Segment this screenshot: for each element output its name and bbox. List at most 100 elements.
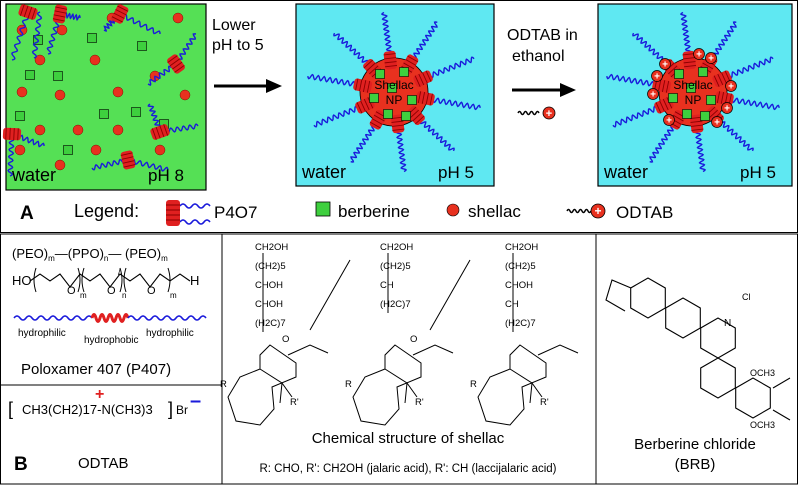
shellac-particle-icon [112, 124, 124, 136]
peo-chain-icon [725, 96, 780, 111]
shellac-chain-label: CH [380, 280, 394, 291]
ppo-block-icon [682, 50, 697, 70]
legend-p407-icon [166, 200, 211, 226]
shellac-particle-icon [112, 86, 124, 98]
legend-berberine-icon [315, 201, 331, 217]
box2-water-label: water [301, 162, 346, 182]
shellac-particle-icon [14, 144, 26, 156]
shellac-particle-icon [154, 144, 166, 156]
ppo-block-icon [369, 110, 387, 130]
odtab-head-icon [659, 58, 671, 70]
odtab-name: ODTAB [78, 455, 129, 472]
peo-chain-icon [91, 157, 129, 171]
odtab-head-icon [711, 116, 723, 128]
peo-chain-icon [426, 96, 481, 111]
berberine-molecule-icon [369, 93, 379, 103]
ppo-block-icon [390, 114, 405, 134]
legend-shellac-label: shellac [468, 202, 521, 221]
peo-chain-icon [31, 11, 43, 59]
ring-icon [700, 357, 736, 399]
shellac-particle-icon [34, 54, 46, 66]
svg-text:+: + [650, 90, 656, 101]
berberine-molecule-icon [700, 111, 710, 121]
peo-chain-icon [410, 21, 438, 64]
box-ph8: water pH 8 [2, 3, 207, 191]
peo-chain-icon [350, 120, 378, 163]
shellac-ring-icon [352, 344, 454, 426]
ppo-block-icon [415, 91, 435, 106]
berberine-molecule-icon [686, 83, 696, 93]
svg-text:+: + [724, 104, 730, 115]
legend-odtab-icon: + [566, 203, 606, 219]
peo-chain-icon [693, 125, 707, 173]
legend-berberine-label: berberine [338, 202, 410, 221]
peo-chain-icon [606, 73, 661, 88]
svg-text:+: + [728, 82, 734, 93]
shellac-chain-label: (CH2)5 [255, 261, 286, 272]
ppo-block-icon [120, 150, 136, 170]
hydrophobic-label: hydrophobic [84, 335, 138, 346]
berberine-molecule-icon [668, 93, 678, 103]
ppo-block-icon [689, 114, 704, 134]
arrow1-line2: pH to 5 [212, 37, 264, 54]
panel-a-letter: A [20, 203, 34, 224]
ppo-block-icon [150, 124, 170, 140]
peo-chain-icon [394, 125, 408, 173]
arrow1-line1: Lower [212, 17, 256, 34]
nitrogen-label: N [724, 318, 731, 329]
core-label-line2: NP [386, 93, 403, 107]
legend-shellac-icon [446, 203, 460, 217]
berberine-name-line2: (BRB) [675, 456, 716, 473]
berberine-molecule-icon [399, 67, 409, 77]
arrow2-line1: ODTAB in [507, 27, 578, 44]
ppo-block-icon [167, 54, 185, 74]
odtab-head-icon [705, 52, 717, 64]
shellac-note: R: CHO, R': CH2OH (jalaric acid), R': CH… [259, 463, 556, 475]
shellac-particle-icon [172, 12, 184, 24]
shellac-particle-icon [34, 124, 46, 136]
berberine-molecule-icon [63, 145, 73, 155]
hydrophilic-right-label: hydrophilic [146, 328, 194, 339]
berberine-molecule-icon [375, 69, 385, 79]
box2-ph-label: pH 5 [438, 163, 474, 182]
peo-chain-icon [333, 32, 373, 68]
legend: A Legend: P4O7 berberine shellac + ODTAB [20, 200, 673, 226]
svg-text:+: + [654, 72, 660, 83]
berberine-molecule-icon [25, 70, 35, 80]
arrow2-line2: ethanol [512, 48, 565, 65]
berberine-molecule-icon [682, 109, 692, 119]
berberine-molecule-icon [706, 95, 716, 105]
svg-text:O: O [147, 285, 156, 297]
shellac-caption: Chemical structure of shellac [312, 430, 505, 447]
svg-text:+: + [696, 50, 702, 61]
peo-chain-icon [307, 73, 362, 88]
odtab-formula: CH3(CH2)17-N(CH3)3 [22, 402, 153, 417]
box1-ph-label: pH 8 [148, 166, 184, 185]
shellac-chain-label: CH2OH [380, 242, 413, 253]
core-label-line1: Shellac [673, 78, 712, 92]
berberine-molecule-icon [698, 67, 708, 77]
ring-icon [665, 297, 701, 339]
shellac-chain-label: (H2C)7 [380, 299, 411, 310]
shellac-chain-label: CH2OH [255, 242, 288, 253]
panel-b-letter: B [14, 454, 28, 475]
berberine-molecule-icon [131, 107, 141, 117]
svg-text:m: m [80, 291, 87, 300]
shellac-particle-icon [54, 89, 66, 101]
peo-chain-icon [612, 103, 663, 128]
core-label-line2: NP [685, 93, 702, 107]
odtab-anion: Br [176, 403, 188, 417]
svg-text:+: + [594, 204, 601, 218]
berberine-name-line1: Berberine chloride [634, 436, 756, 453]
core-label-line1: Shellac [374, 78, 413, 92]
ppo-block-icon [111, 4, 129, 24]
svg-text:+: + [666, 116, 672, 127]
svg-text:+: + [708, 54, 714, 65]
svg-text:]: ] [168, 399, 173, 419]
r-group-label: R [470, 379, 477, 390]
ppo-block-icon [2, 127, 22, 141]
shellac-ring-icon [227, 344, 329, 426]
odtab-head-icon [725, 80, 737, 92]
